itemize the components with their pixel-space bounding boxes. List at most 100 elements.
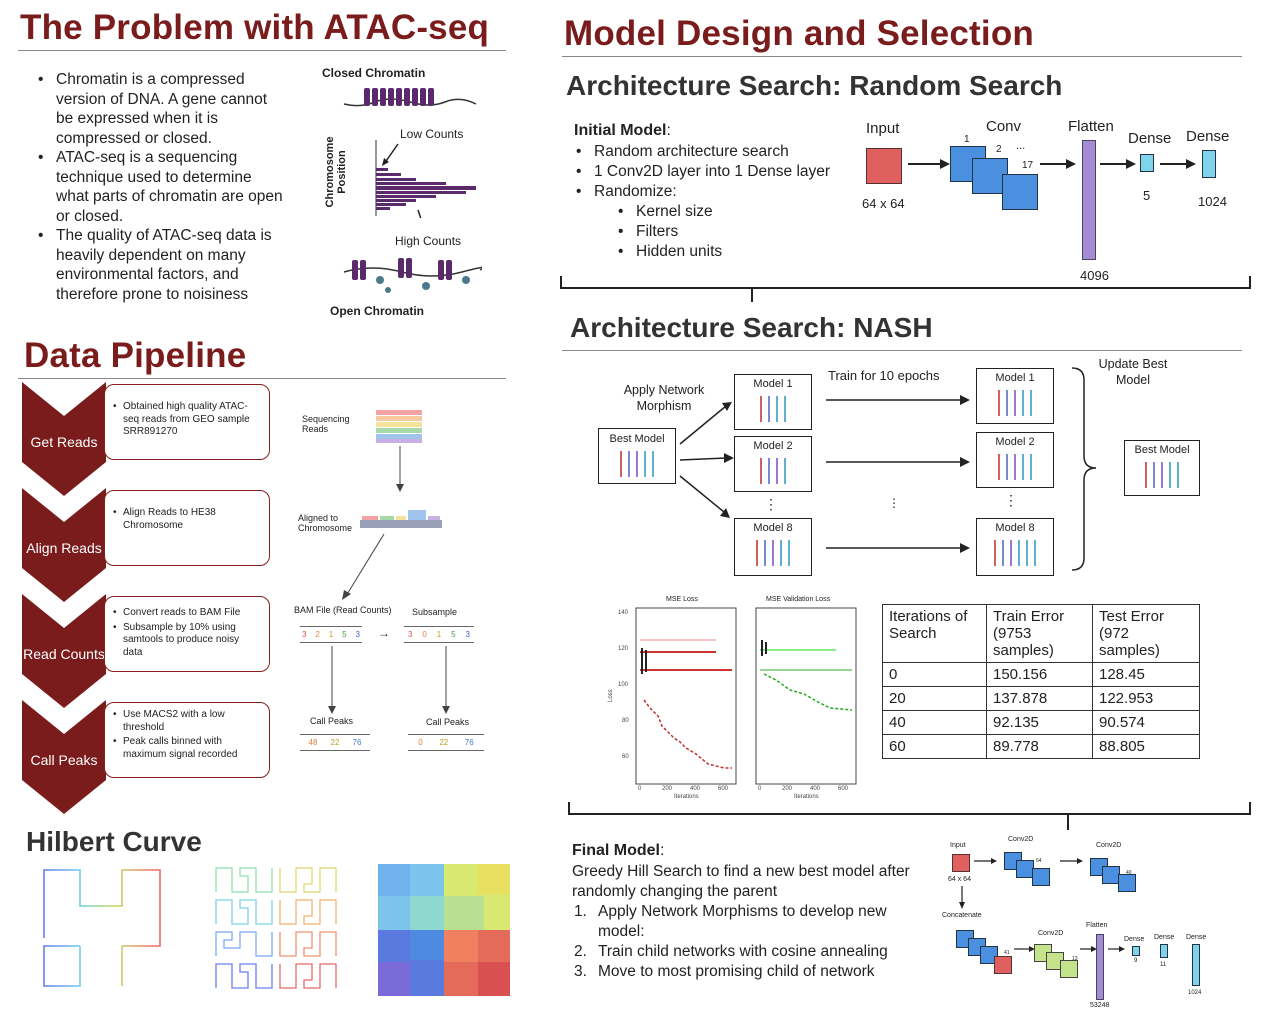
update-brace: [1071, 367, 1097, 571]
flatten-layer: [1082, 140, 1096, 260]
stage-bullet: Obtained high quality ATAC-seq reads fro…: [113, 401, 261, 439]
initial-bullet: Randomize:: [574, 182, 864, 202]
layer-bars: [735, 540, 811, 566]
apply-morphism-label: Apply Network Morphism: [623, 383, 705, 413]
table-cell: 0: [882, 662, 987, 687]
model2-box: Model 2: [734, 436, 812, 492]
dense2-size: 1024: [1198, 194, 1227, 209]
open-chromatin-illustration: [343, 258, 482, 293]
nash-rule: [562, 350, 1242, 351]
conv2d-label: Conv2D: [1038, 930, 1064, 937]
bam-value: 1: [328, 630, 334, 639]
dense-label: Dense: [1186, 934, 1207, 941]
peak-value: 22: [439, 738, 449, 747]
call-peaks-label: Call Peaks: [426, 717, 470, 727]
model-label: Model 8: [995, 522, 1035, 534]
aligned-label: Aligned to Chromosome: [298, 513, 353, 533]
dense1-size: 5: [1143, 188, 1151, 203]
flatten-label: Flatten: [1086, 922, 1108, 929]
stage-box-read-counts: Convert reads to BAM File Subsample by 1…: [104, 596, 270, 672]
xtick: 600: [718, 786, 729, 792]
conv-index: 2: [996, 144, 1002, 155]
bam-label: BAM File (Read Counts): [294, 605, 392, 615]
arrow: [959, 886, 965, 909]
subsample-value: 3: [465, 630, 470, 639]
xlabel: Iterations: [674, 794, 699, 800]
ytick: 60: [622, 754, 629, 760]
stage-label-align-reads: Align Reads: [26, 540, 102, 556]
low-counts-label: Low Counts: [400, 127, 464, 141]
model-label: Model 1: [995, 372, 1035, 384]
call-peaks-label: Call Peaks: [310, 716, 354, 726]
section-brace: [568, 802, 1251, 830]
aligned-reads-illustration: [360, 510, 442, 528]
peak-value: 22: [330, 738, 340, 747]
pipeline-rule: [18, 378, 506, 379]
xtick: 200: [782, 786, 793, 792]
table-cell: 20: [882, 686, 987, 711]
hilbert-title: Hilbert Curve: [26, 826, 202, 857]
concatenate-label: Concatenate: [942, 912, 982, 919]
dense-size: 11: [1160, 962, 1167, 968]
subsample-value: 1: [436, 630, 442, 639]
conv-label: Conv: [986, 118, 1022, 135]
layer-bars: [599, 451, 675, 477]
problem-rule: [18, 50, 506, 51]
diagonal-arrow: [342, 533, 385, 600]
stage-box-call-peaks: Use MACS2 with a low threshold Peak call…: [104, 702, 270, 778]
best-model-label: Best Model: [1134, 444, 1190, 456]
table-header: Test Error (972 samples): [1092, 604, 1200, 663]
trained-model2-box: Model 2: [976, 432, 1054, 488]
randomize-item: Kernel size: [616, 202, 722, 222]
final-input-size: 64 x 64: [948, 876, 971, 883]
table-cell: 92.135: [986, 710, 1093, 735]
peak-value: 0: [418, 738, 423, 747]
vertical-dots: ⋮: [764, 496, 778, 512]
initial-bullet: Random architecture search: [574, 142, 864, 162]
final-model-label: Final Model: [572, 842, 660, 859]
down-arrow: [328, 646, 336, 714]
subsample-value: 3: [408, 630, 413, 639]
random-search-title: Architecture Search: Random Search: [566, 70, 1063, 101]
dense-layer: [1192, 944, 1200, 986]
arrow: [1040, 159, 1076, 169]
concat-input-filter: [994, 956, 1012, 974]
conv-filter: [1032, 868, 1050, 886]
stage-label-call-peaks: Call Peaks: [30, 752, 98, 768]
layer-bars: [1125, 462, 1199, 488]
subsample-label: Subsample: [412, 607, 458, 617]
problem-bullets: Chromatin is a compressed version of DNA…: [36, 70, 286, 304]
table-cell: 88.805: [1092, 734, 1200, 759]
dense2-label: Dense: [1186, 128, 1230, 145]
table-cell: 40: [882, 710, 987, 735]
stage-box-get-reads: Obtained high quality ATAC-seq reads fro…: [104, 384, 270, 460]
conv-count: 40: [1126, 870, 1132, 876]
xtick: 400: [810, 786, 821, 792]
bam-value: 3: [302, 630, 307, 639]
model-label: Model 8: [753, 522, 793, 534]
layer-bars: [977, 540, 1053, 566]
bam-value: 5: [342, 630, 347, 639]
table-cell: 60: [882, 734, 987, 759]
problem-bullet: ATAC-seq is a sequencing technique used …: [36, 148, 286, 226]
right-arrow-glyph: →: [378, 626, 390, 640]
conv2d-label: Conv2D: [1008, 836, 1034, 843]
update-best-label: Update Best Model: [1098, 357, 1168, 387]
conv-index: 17: [1022, 160, 1034, 171]
sequencing-reads-label: Sequencing Reads: [302, 414, 350, 434]
stage-bullet: Convert reads to BAM File: [113, 607, 261, 620]
arrow: [1060, 858, 1083, 864]
conv-filter: [1002, 174, 1038, 210]
train-epochs-label: Train for 10 epochs: [828, 368, 940, 383]
stage-label-read-counts: Read Counts: [23, 646, 105, 662]
layer-bars: [977, 454, 1053, 480]
peak-value: 76: [352, 738, 362, 747]
conv-index: 1: [964, 134, 970, 145]
hilbert-heatmap: [378, 864, 510, 996]
final-step: 1.Apply Network Morphisms to develop new…: [574, 903, 887, 940]
dense-label: Dense: [1154, 934, 1175, 941]
table-cell: 90.574: [1092, 710, 1200, 735]
morphism-arrows: [679, 402, 734, 518]
new-best-model-box: Best Model: [1124, 440, 1200, 496]
final-model-text: Greedy Hill Search to find a new best mo…: [572, 863, 910, 900]
